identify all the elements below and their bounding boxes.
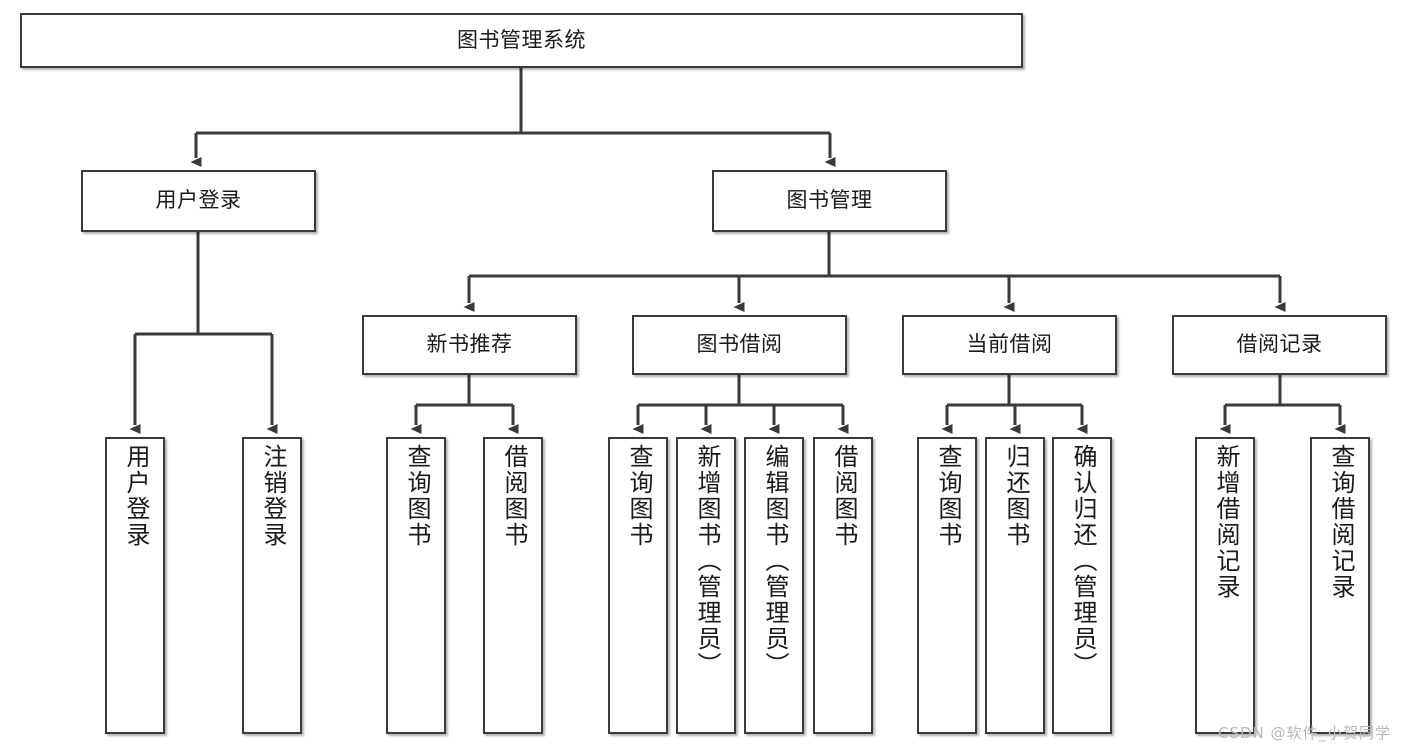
leaf-logout-label: 注销登录	[258, 444, 287, 548]
leaf-confirm-return-label: 确认归还（管理员）	[1068, 444, 1097, 678]
node-new-book-recommend-label: 新书推荐	[426, 332, 513, 357]
leaf-query-book-1-label: 查询图书	[402, 444, 431, 548]
leaf-query-record-label: 查询借阅记录	[1326, 444, 1355, 600]
node-new-book-recommend[interactable]: 新书推荐	[362, 315, 577, 375]
leaf-user-login-label: 用户登录	[121, 444, 150, 548]
leaf-add-record-label: 新增借阅记录	[1211, 444, 1240, 600]
leaf-edit-book[interactable]: 编辑图书（管理员）	[744, 437, 804, 734]
leaf-borrow-book-2-label: 借阅图书	[829, 444, 858, 548]
node-borrow-record-label: 借阅记录	[1236, 332, 1323, 357]
leaf-query-record[interactable]: 查询借阅记录	[1310, 437, 1370, 734]
leaf-borrow-book-1[interactable]: 借阅图书	[483, 437, 543, 734]
leaf-add-book-label: 新增图书（管理员）	[692, 444, 721, 678]
node-user-login-label: 用户登录	[155, 188, 242, 213]
leaf-query-book-3-label: 查询图书	[933, 444, 962, 548]
leaf-borrow-book-1-label: 借阅图书	[499, 444, 528, 548]
leaf-query-book-1[interactable]: 查询图书	[386, 437, 446, 734]
node-book-borrow-label: 图书借阅	[696, 332, 783, 357]
leaf-query-book-2[interactable]: 查询图书	[608, 437, 668, 734]
leaf-return-book[interactable]: 归还图书	[985, 437, 1045, 734]
csdn-watermark: CSDN @软件_小贺同学	[1217, 724, 1391, 742]
node-current-borrow-label: 当前借阅	[966, 332, 1053, 357]
leaf-borrow-book-2[interactable]: 借阅图书	[813, 437, 873, 734]
leaf-user-login[interactable]: 用户登录	[105, 437, 165, 734]
leaf-return-book-label: 归还图书	[1001, 444, 1030, 548]
leaf-query-book-2-label: 查询图书	[624, 444, 653, 548]
node-book-manage-label: 图书管理	[786, 188, 873, 213]
node-borrow-record[interactable]: 借阅记录	[1172, 315, 1387, 375]
node-book-manage[interactable]: 图书管理	[712, 170, 947, 232]
leaf-add-record[interactable]: 新增借阅记录	[1195, 437, 1255, 734]
leaf-add-book[interactable]: 新增图书（管理员）	[676, 437, 736, 734]
node-user-login[interactable]: 用户登录	[81, 170, 316, 232]
leaf-edit-book-label: 编辑图书（管理员）	[760, 444, 789, 678]
leaf-logout[interactable]: 注销登录	[242, 437, 302, 734]
node-current-borrow[interactable]: 当前借阅	[902, 315, 1117, 375]
node-root-label: 图书管理系统	[457, 27, 586, 52]
node-book-borrow[interactable]: 图书借阅	[632, 315, 847, 375]
leaf-query-book-3[interactable]: 查询图书	[917, 437, 977, 734]
node-root[interactable]: 图书管理系统	[20, 13, 1023, 68]
leaf-confirm-return[interactable]: 确认归还（管理员）	[1052, 437, 1112, 734]
